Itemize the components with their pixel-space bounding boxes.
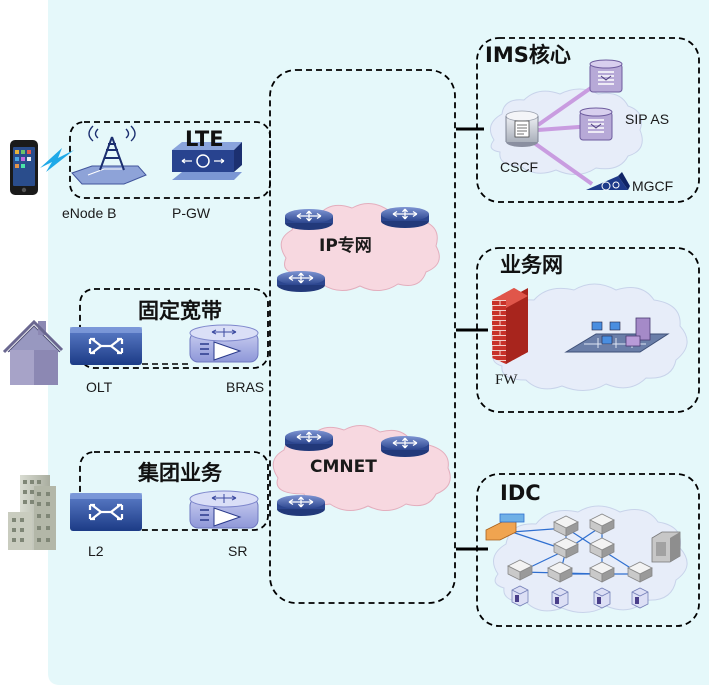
cmnet-label: CMNET bbox=[310, 457, 377, 477]
business-network-group: 业务网 FW bbox=[476, 247, 700, 413]
uplink-connectors bbox=[456, 127, 488, 551]
mgcf-label: MGCF bbox=[632, 178, 673, 194]
lan-segment-icon bbox=[564, 317, 670, 353]
olt-label: OLT bbox=[86, 379, 113, 395]
group-box bbox=[79, 451, 269, 531]
broadband-title: 固定宽带 bbox=[138, 299, 222, 323]
bras-router-icon bbox=[189, 324, 259, 363]
business-title: 业务网 bbox=[500, 253, 563, 277]
router-icon bbox=[284, 208, 334, 231]
storage-icon bbox=[511, 585, 529, 607]
enodeb-label: eNode B bbox=[62, 205, 116, 221]
firewall-icon bbox=[492, 288, 528, 364]
idc-box bbox=[476, 473, 700, 627]
storage-array-icon bbox=[651, 531, 681, 563]
group-title: 集团业务 bbox=[137, 461, 223, 485]
server-icon bbox=[589, 59, 623, 93]
ip-private-label: IP专网 bbox=[319, 235, 372, 256]
core-network-container bbox=[269, 69, 456, 604]
office-building-icon bbox=[8, 475, 56, 550]
router-icon bbox=[380, 206, 430, 229]
sr-label: SR bbox=[228, 543, 247, 559]
olt-switch-icon bbox=[68, 325, 144, 367]
business-box bbox=[476, 247, 700, 413]
idc-gateway-icon bbox=[485, 513, 525, 541]
l2-label: L2 bbox=[88, 543, 104, 559]
lte-title: LTE bbox=[185, 127, 224, 151]
house-icon bbox=[2, 319, 64, 385]
ip-private-cloud: IP专网 bbox=[276, 203, 440, 293]
wireless-link-icon bbox=[40, 148, 74, 172]
sip-as-label: SIP AS bbox=[625, 111, 669, 127]
storage-icon bbox=[631, 587, 649, 609]
idc-cloud bbox=[493, 505, 688, 613]
fw-label: FW bbox=[495, 372, 518, 388]
lte-access-group: LTE eNode B P-GW bbox=[62, 121, 271, 221]
sr-router-icon bbox=[189, 490, 259, 529]
cscf-label: CSCF bbox=[500, 159, 538, 175]
mgcf-gateway-icon bbox=[586, 172, 630, 191]
phone-icon bbox=[10, 140, 38, 195]
ims-core-group: IMS核心 CSCF SIP AS MGCF bbox=[476, 37, 700, 203]
group-access-group: 集团业务 L2 SR bbox=[68, 451, 269, 559]
ims-box bbox=[476, 37, 700, 203]
broadband-access-group: 固定宽带 OLT BRAS bbox=[68, 288, 269, 395]
ims-title: IMS核心 bbox=[485, 43, 571, 67]
idc-title: IDC bbox=[500, 481, 541, 505]
lte-box bbox=[69, 121, 271, 199]
base-station-icon bbox=[71, 125, 147, 185]
business-cloud bbox=[491, 283, 688, 391]
cmnet-cloud: CMNET bbox=[272, 425, 451, 517]
router-icon bbox=[284, 429, 334, 452]
router-icon bbox=[276, 270, 326, 293]
router-icon bbox=[276, 494, 326, 517]
l2-switch-icon bbox=[68, 491, 144, 533]
sip-as-server-icon bbox=[579, 107, 613, 141]
router-icon bbox=[380, 435, 430, 458]
bras-label: BRAS bbox=[226, 379, 264, 395]
storage-icon bbox=[593, 587, 611, 609]
pgw-label: P-GW bbox=[172, 205, 211, 221]
gateway-icon bbox=[172, 142, 242, 180]
storage-icon bbox=[551, 587, 569, 609]
idc-group: IDC bbox=[476, 473, 700, 627]
